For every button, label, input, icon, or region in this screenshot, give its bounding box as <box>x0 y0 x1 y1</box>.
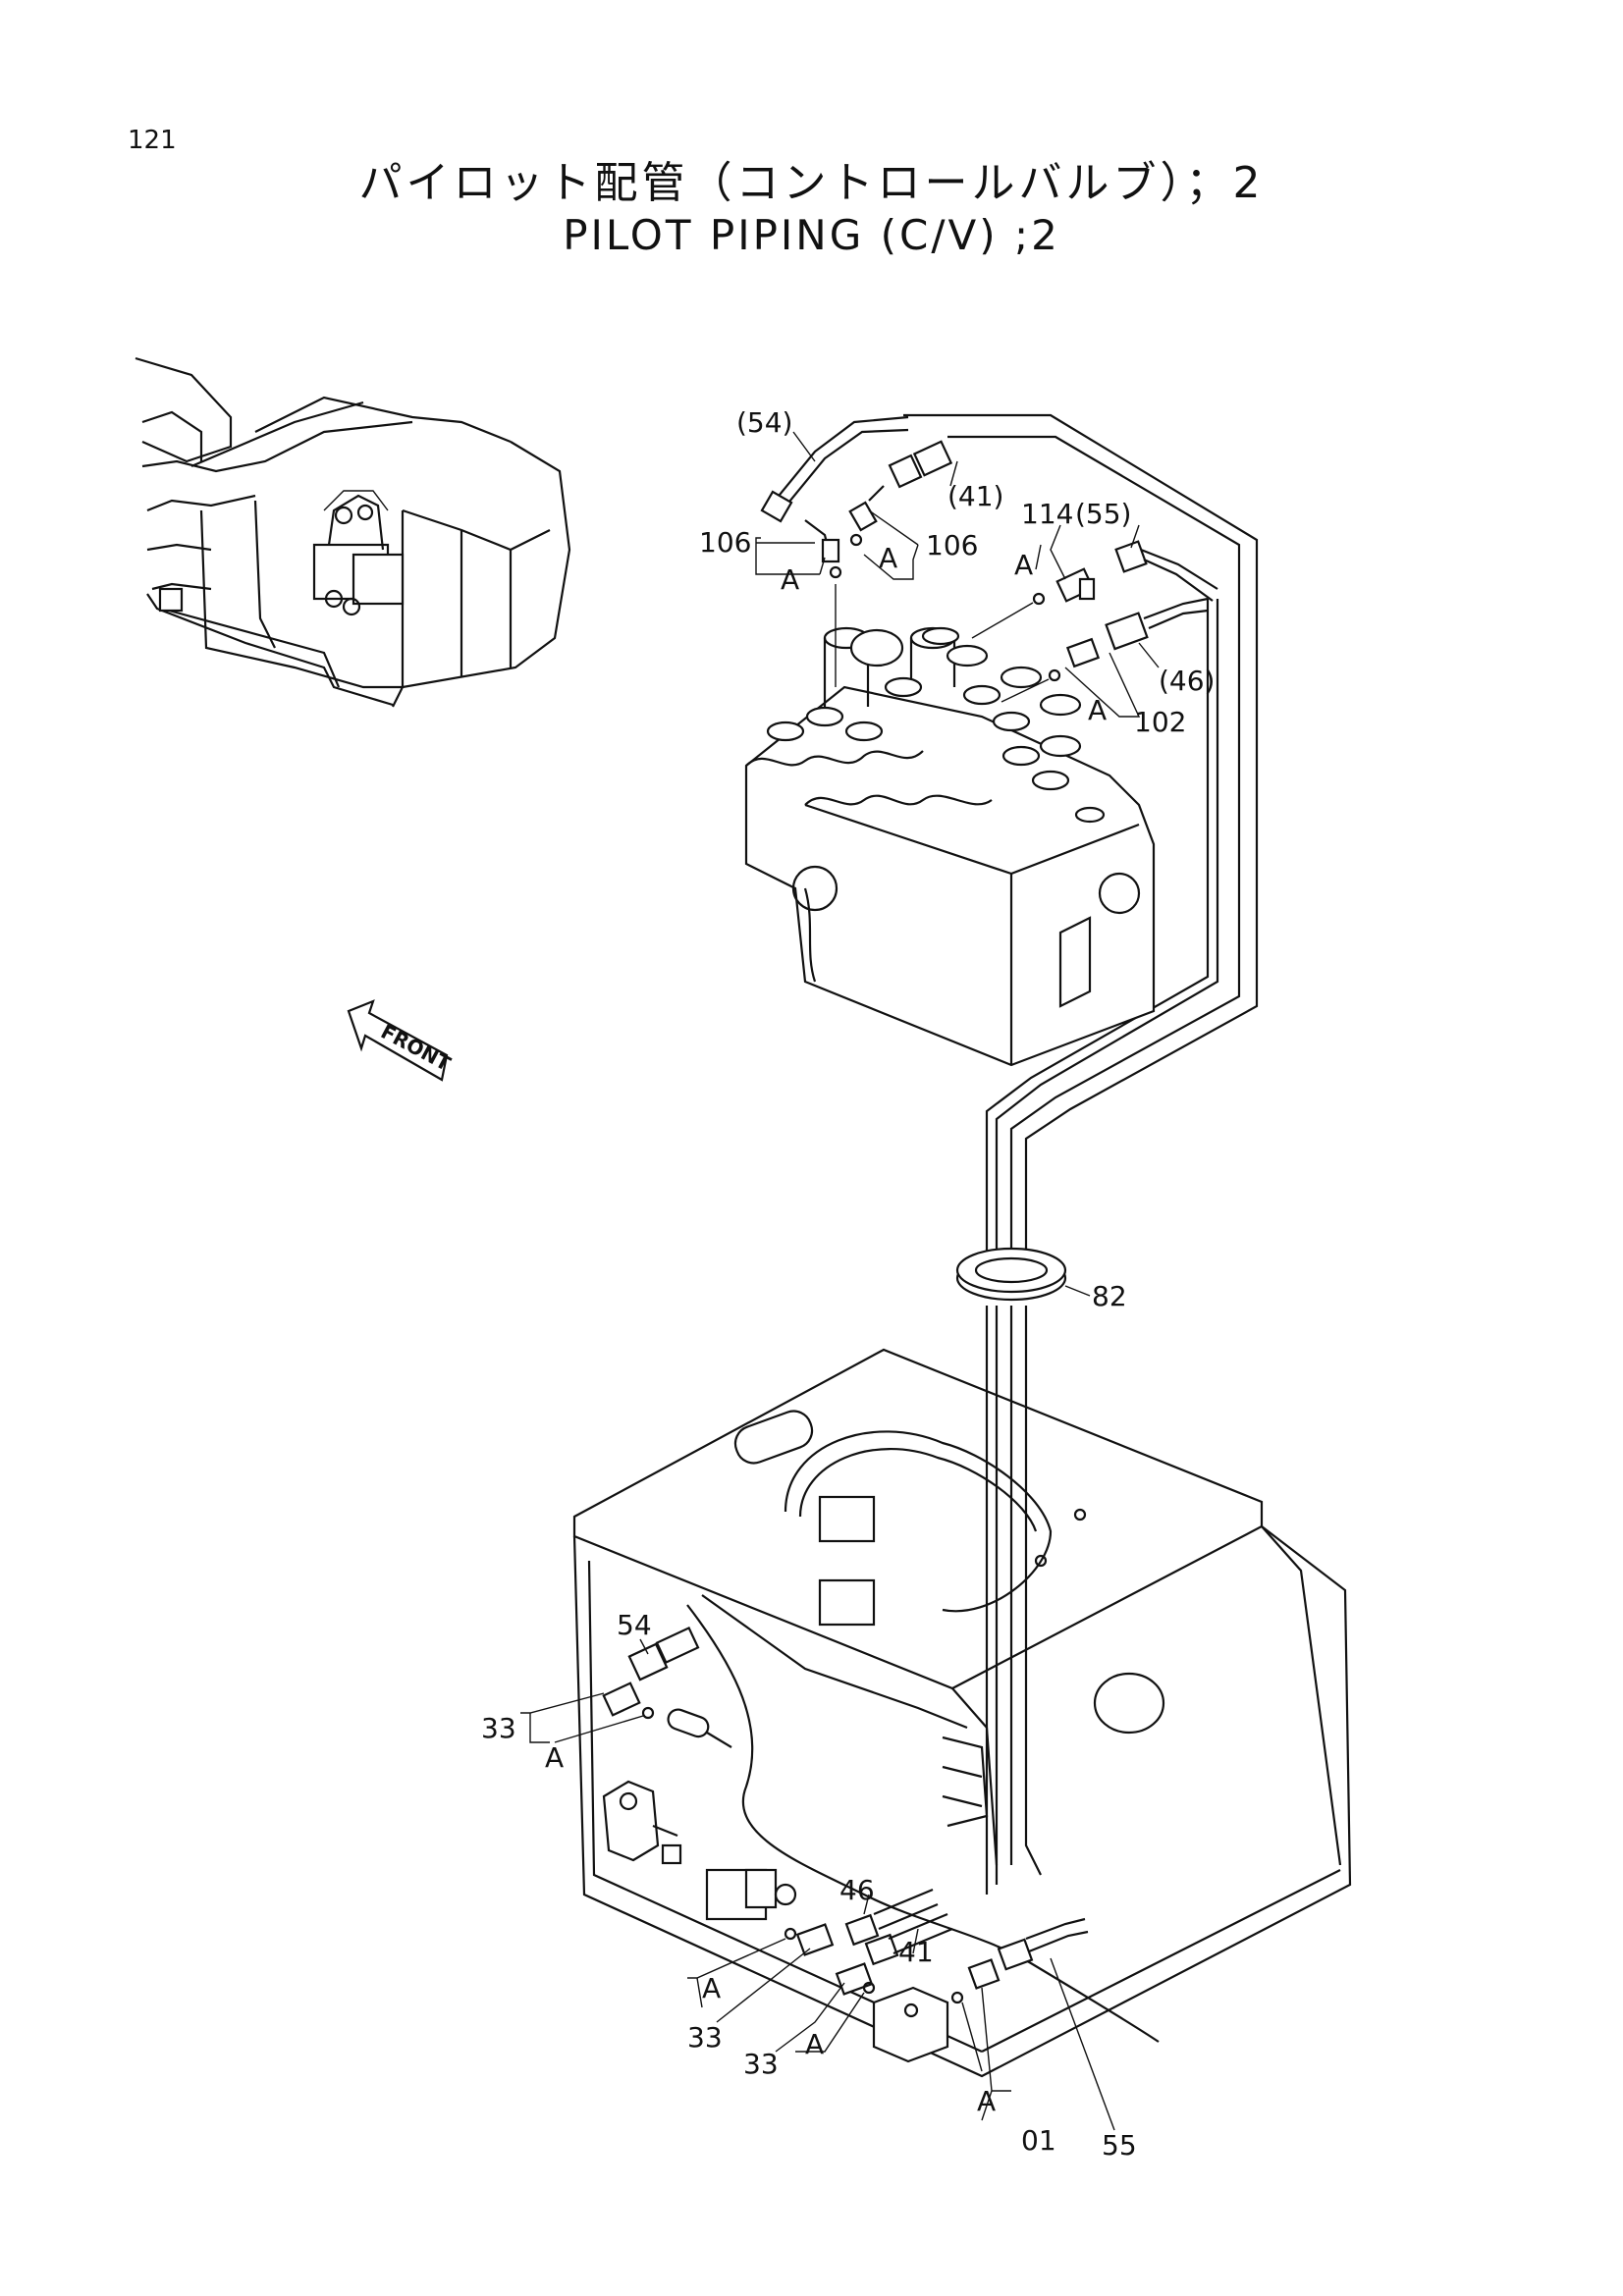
front-arrow: FRONT <box>347 999 455 1082</box>
page-number: 121 <box>128 126 177 155</box>
callout-A-3: A <box>1014 549 1033 581</box>
callout-41: 41 <box>898 1936 934 1968</box>
title-japanese: パイロット配管（コントロールバルブ）；2 <box>358 158 1265 208</box>
control-valve <box>744 626 1156 1067</box>
callout-01: 01 <box>1021 2124 1056 2157</box>
callout-106-right: 106 <box>926 529 978 561</box>
callout-54-parenthetical: (54) <box>736 406 792 439</box>
pilot-lines <box>903 413 1259 1895</box>
callout-106-left: 106 <box>699 526 751 559</box>
callout-A-7: A <box>805 2028 824 2060</box>
grommet <box>955 1247 1067 1302</box>
lower-leaders <box>520 1285 1115 2131</box>
callout-46-parenthetical: (46) <box>1159 665 1215 697</box>
callout-46: 46 <box>839 1874 875 1906</box>
callout-A-4: A <box>1088 694 1107 726</box>
title-english: PILOT PIPING (C/V) ;2 <box>563 211 1060 259</box>
callout-102: 102 <box>1134 706 1186 738</box>
callout-A-6: A <box>702 1972 721 2004</box>
callout-114: 114 <box>1021 498 1073 530</box>
callout-33-lower-right: 33 <box>743 2048 779 2080</box>
callout-A-2: A <box>879 542 897 574</box>
callout-55-parenthetical: (55) <box>1075 498 1131 530</box>
machine-overview <box>135 356 571 708</box>
callout-A-5: A <box>545 1741 564 1774</box>
lower-fittings <box>602 1626 1089 2063</box>
callout-33-upper: 33 <box>481 1712 516 1744</box>
callout-54: 54 <box>617 1609 652 1641</box>
callout-33-lower-left: 33 <box>687 2021 723 2054</box>
callout-A-1: A <box>781 563 799 596</box>
upper-fittings <box>760 415 1218 703</box>
callout-labels: (54) (41) 106 106 A A 114 (55) A (46) A … <box>481 406 1215 2162</box>
callout-82: 82 <box>1092 1280 1127 1312</box>
callout-A-8: A <box>977 2085 996 2117</box>
upper-leaders <box>755 431 1160 718</box>
cab-box <box>572 1348 1352 2078</box>
callout-41-parenthetical: (41) <box>947 480 1003 512</box>
callout-55: 55 <box>1102 2129 1137 2162</box>
